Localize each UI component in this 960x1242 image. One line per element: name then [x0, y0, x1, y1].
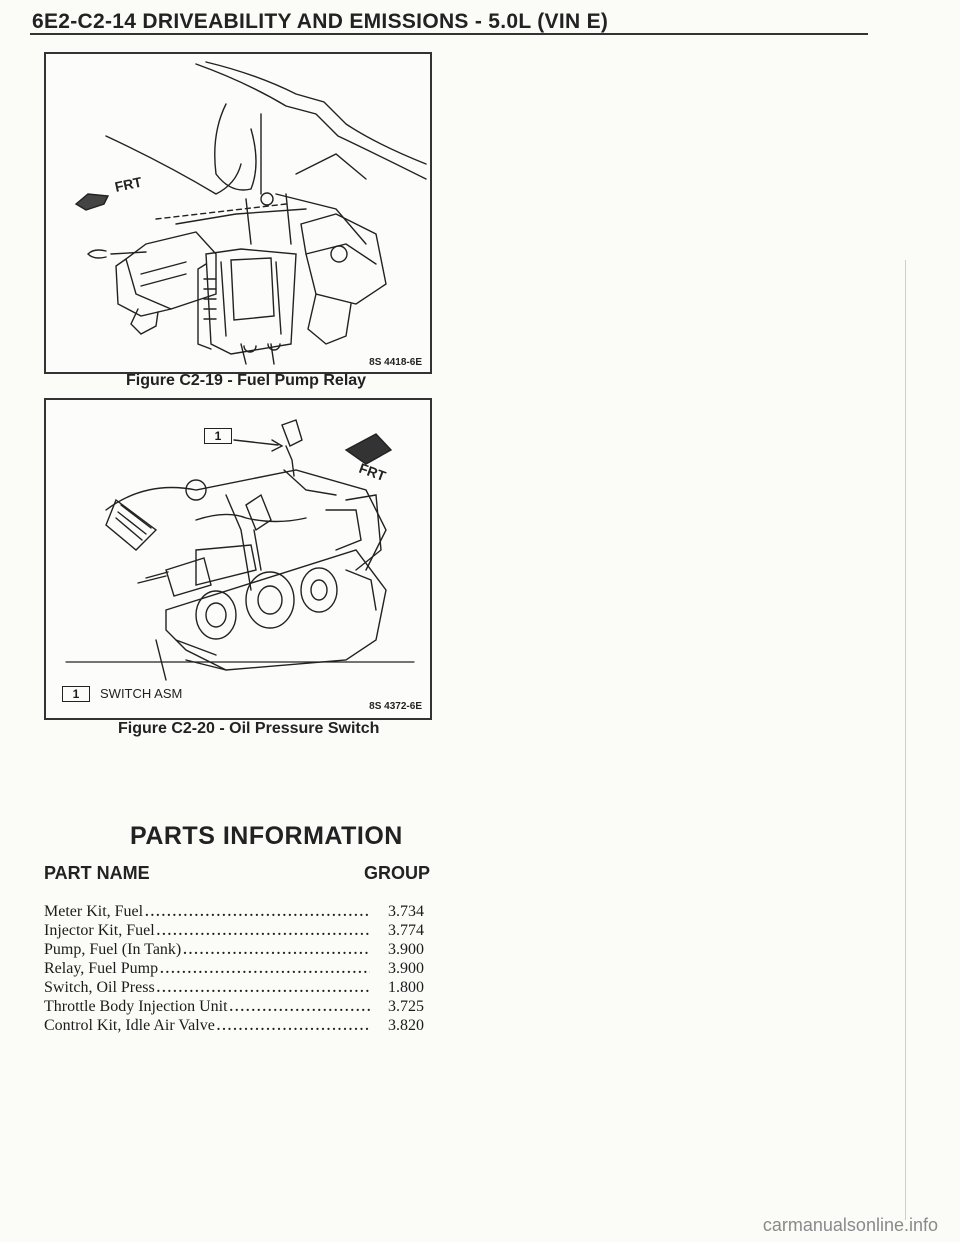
part-group: 3.725	[388, 998, 424, 1015]
watermark: carmanualsonline.info	[762, 1215, 938, 1235]
dot-leader: ........................................…	[145, 905, 370, 920]
part-group: 1.800	[388, 979, 424, 996]
part-name: Control Kit, Idle Air Valve	[44, 1017, 215, 1034]
header-rule	[30, 33, 868, 35]
part-group: 3.820	[388, 1017, 424, 1034]
dot-leader: ........................................…	[156, 981, 370, 996]
part-name: Switch, Oil Press	[44, 979, 155, 996]
part-row: Meter Kit, Fuel ........................…	[44, 903, 434, 922]
part-group: 3.734	[388, 903, 424, 920]
column-header-group: GROUP	[364, 863, 431, 883]
part-name: Meter Kit, Fuel	[44, 903, 144, 920]
dot-leader: ........................................…	[183, 943, 370, 958]
figure-code: 8S 4372-6E	[369, 701, 422, 712]
page-edge-rule	[905, 260, 906, 1220]
part-group: 3.774	[388, 922, 424, 939]
figure-caption: Figure C2-19 - Fuel Pump Relay	[126, 372, 367, 389]
part-row: Injector Kit, Fuel .....................…	[44, 922, 434, 941]
oil-pressure-switch-illustration: FRT	[65, 419, 415, 681]
dot-leader: ........................................…	[156, 924, 370, 939]
dot-leader: ........................................…	[216, 1019, 370, 1034]
part-name: Relay, Fuel Pump	[44, 960, 159, 977]
figure-oil-pressure-switch: FRT 1 1 SWITCH ASM 8S 4372-6E	[44, 398, 432, 720]
legend-text: SWITCH ASM	[100, 686, 183, 701]
part-name: Pump, Fuel (In Tank)	[44, 941, 182, 958]
page-header-title: 6E2-C2-14 DRIVEABILITY AND EMISSIONS - 5…	[32, 10, 609, 33]
part-row: Relay, Fuel Pump .......................…	[44, 960, 434, 979]
dot-leader: ........................................…	[229, 1000, 370, 1015]
frt-arrow-label: FRT	[357, 460, 388, 484]
column-header-part-name: PART NAME	[44, 863, 150, 883]
legend-number: 1	[62, 686, 90, 702]
part-name: Throttle Body Injection Unit	[44, 998, 228, 1015]
figure-code: 8S 4418-6E	[369, 357, 422, 368]
dot-leader: ........................................…	[160, 962, 370, 977]
section-title: PARTS INFORMATION	[130, 822, 403, 850]
part-group: 3.900	[388, 941, 424, 958]
part-row: Switch, Oil Press ......................…	[44, 979, 434, 998]
part-name: Injector Kit, Fuel	[44, 922, 155, 939]
part-group: 3.900	[388, 960, 424, 977]
callout-number: 1	[204, 428, 232, 444]
figure-caption: Figure C2-20 - Oil Pressure Switch	[118, 720, 380, 737]
frt-arrow-label: FRT	[113, 174, 143, 195]
fuel-pump-relay-illustration: FRT	[74, 61, 427, 365]
part-row: Throttle Body Injection Unit ...........…	[44, 998, 434, 1017]
part-row: Pump, Fuel (In Tank) ...................…	[44, 941, 434, 960]
figure-fuel-pump-relay: FRT 8S 4418-6E	[44, 52, 432, 374]
parts-list: Meter Kit, Fuel ........................…	[44, 903, 434, 1036]
part-row: Control Kit, Idle Air Valve ............…	[44, 1017, 434, 1036]
